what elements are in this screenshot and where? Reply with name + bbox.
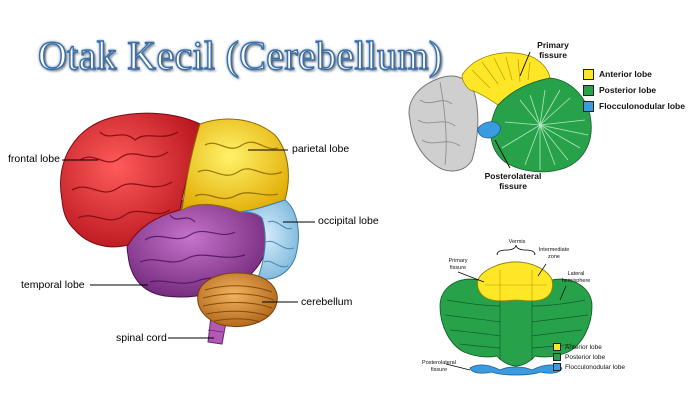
label-posterolateral-line2: fissure (499, 181, 527, 191)
top-cerebellum-diagram (408, 51, 592, 173)
label-posterolateral-line1: Posterolateral (484, 171, 542, 181)
legend-swatch-anterior (583, 68, 594, 80)
label-frontal-lobe: frontal lobe (8, 153, 60, 165)
legend2-swatch-posterior (553, 353, 561, 361)
label-spinal-cord: spinal cord (116, 332, 167, 344)
label-intermediate-line1: Intermediate (538, 247, 570, 253)
page-title: Otak Kecil (Cerebellum) (37, 33, 443, 78)
legend2-swatch-flocculonodular (553, 363, 561, 371)
legend2-label-posterior: Posterior lobe (565, 353, 606, 361)
label-primary-fissure-line2: fissure (539, 50, 567, 60)
legend2-label-anterior: Anterior lobe (565, 343, 602, 351)
legend2-item-anterior: Anterior lobe (553, 342, 625, 352)
frontal-lobe (60, 112, 201, 248)
legend-item-posterior: Posterior lobe (583, 82, 685, 98)
parietal-lobe (181, 118, 289, 213)
label-posterolateral-2-line2: fissure (430, 367, 448, 373)
legend2-swatch-anterior (553, 343, 561, 351)
legend-label-posterior: Posterior lobe (599, 85, 657, 95)
bottom-cerebellum-diagram (439, 244, 593, 376)
legend-item-anterior: Anterior lobe (583, 66, 685, 82)
label-primary-fissure: Primary fissure (533, 40, 573, 60)
label-temporal-lobe: temporal lobe (21, 279, 85, 291)
label-primary-fissure-2: Primary fissure (440, 258, 476, 272)
label-lateral-line1: Lateral (567, 271, 585, 277)
legend2-item-posterior: Posterior lobe (553, 352, 625, 362)
legend-swatch-posterior (583, 84, 594, 96)
label-parietal-lobe: parietal lobe (292, 143, 350, 155)
label-primary-fissure-2-line1: Primary (448, 258, 468, 264)
legend-label-anterior: Anterior lobe (599, 69, 652, 79)
label-primary-fissure-line1: Primary (537, 40, 569, 50)
label-posterolateral-2-line1: Posterolateral (422, 360, 456, 366)
label-posterolateral-fissure-2: Posterolateral fissure (416, 360, 462, 374)
label-cerebellum: cerebellum (301, 296, 353, 308)
label-posterolateral-fissure: Posterolateral fissure (478, 171, 548, 191)
top-legend: Anterior lobe Posterior lobe Flocculonod… (583, 66, 685, 114)
legend-label-flocculonodular: Flocculonodular lobe (599, 101, 685, 111)
label-intermediate-zone: Intermediate zone (534, 247, 574, 261)
legend2-label-flocculonodular: Flocculonodular lobe (565, 363, 625, 371)
label-occipital-lobe: occipital lobe (318, 215, 379, 227)
bottom-legend: Anterior lobe Posterior lobe Flocculonod… (553, 342, 625, 372)
label-vermis: Vermis (508, 239, 526, 245)
legend-item-flocculonodular: Flocculonodular lobe (583, 98, 685, 114)
label-lateral-hemisphere: Lateral hemisphere (556, 271, 596, 285)
legend2-item-flocculonodular: Flocculonodular lobe (553, 362, 625, 372)
occipital-lobe (239, 199, 299, 280)
legend-swatch-flocculonodular (583, 100, 594, 112)
label-lateral-line2: hemisphere (561, 278, 591, 284)
label-primary-fissure-2-line2: fissure (449, 265, 467, 271)
label-intermediate-line2: zone (548, 254, 560, 260)
